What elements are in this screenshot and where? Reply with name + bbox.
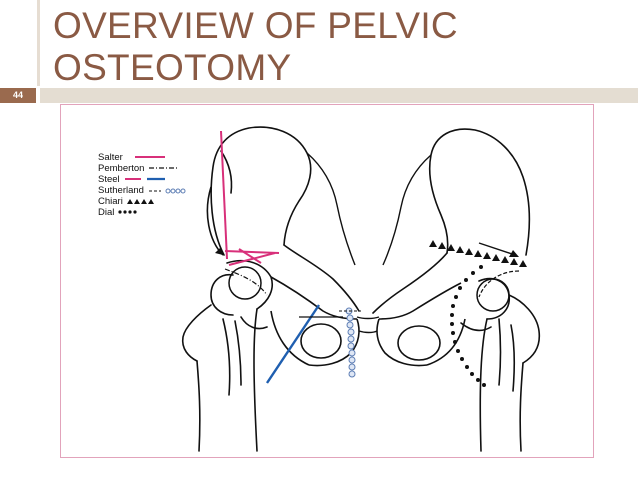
left-femoral-head: [228, 266, 262, 300]
legend-item-pemberton: Pemberton: [98, 163, 178, 174]
legend-swatch-chiari: [127, 199, 154, 204]
legend-label-steel: Steel: [98, 174, 120, 185]
legend-label-chiari: Chiari: [98, 196, 123, 207]
chiari-arrowhead: [509, 250, 519, 257]
right-femoral-head: [476, 278, 510, 312]
steel-iliac-cut: [224, 248, 280, 266]
title-line-2: OSTEOTOMY: [53, 47, 292, 88]
right-ilium: [372, 128, 531, 314]
rotation-arrow-left: [206, 186, 224, 256]
legend-item-sutherland: Sutherland: [98, 185, 186, 196]
pelvic-osteotomy-figure: Salter Pemberton Steel Sutherland: [60, 104, 594, 458]
legend-swatch-sutherland-circles: [165, 188, 186, 194]
left-accent-rule: [37, 0, 40, 86]
legend-item-salter: Salter: [98, 152, 165, 163]
right-obturator-foramen: [397, 325, 441, 361]
chiari-triangles: [429, 240, 527, 267]
page-number-badge: 44: [0, 88, 36, 103]
legend-item-dial: Dial: [98, 207, 137, 218]
left-obturator-foramen: [300, 323, 342, 359]
pemberton-curve: [224, 268, 268, 296]
legend-label-sutherland: Sutherland: [98, 185, 144, 196]
legend-item-steel: Steel: [98, 174, 165, 185]
right-femur: [460, 277, 541, 452]
dial-dots: [450, 265, 486, 387]
left-pubis-ischium: [270, 276, 360, 367]
salter-osteotomy-line: [220, 130, 228, 260]
legend-item-chiari: Chiari: [98, 196, 154, 207]
right-pubis-ischium: [376, 282, 466, 367]
left-ilium: [210, 126, 360, 312]
sacrum-outline: [306, 152, 432, 266]
legend-label-salter: Salter: [98, 152, 123, 163]
chiari-arrow-shaft: [478, 242, 516, 256]
legend-label-pemberton: Pemberton: [98, 163, 144, 174]
steel-blue-line: [266, 304, 320, 384]
title-line-1: OVERVIEW OF PELVIC: [53, 5, 458, 46]
pubic-symphysis: [356, 316, 380, 334]
legend: Salter Pemberton Steel Sutherland: [98, 152, 186, 218]
legend-swatch-dial: [118, 210, 137, 214]
slide-title: OVERVIEW OF PELVIC OSTEOTOMY: [53, 5, 613, 89]
sutherland-circles: [345, 307, 356, 378]
pelvis-diagram: Salter Pemberton Steel Sutherland: [98, 126, 541, 452]
legend-label-dial: Dial: [98, 207, 114, 218]
header-divider-bar: [40, 88, 638, 103]
rotation-arrowhead-left: [215, 247, 223, 255]
right-acetabulum-dash: [478, 270, 520, 298]
left-femur: [181, 259, 273, 452]
